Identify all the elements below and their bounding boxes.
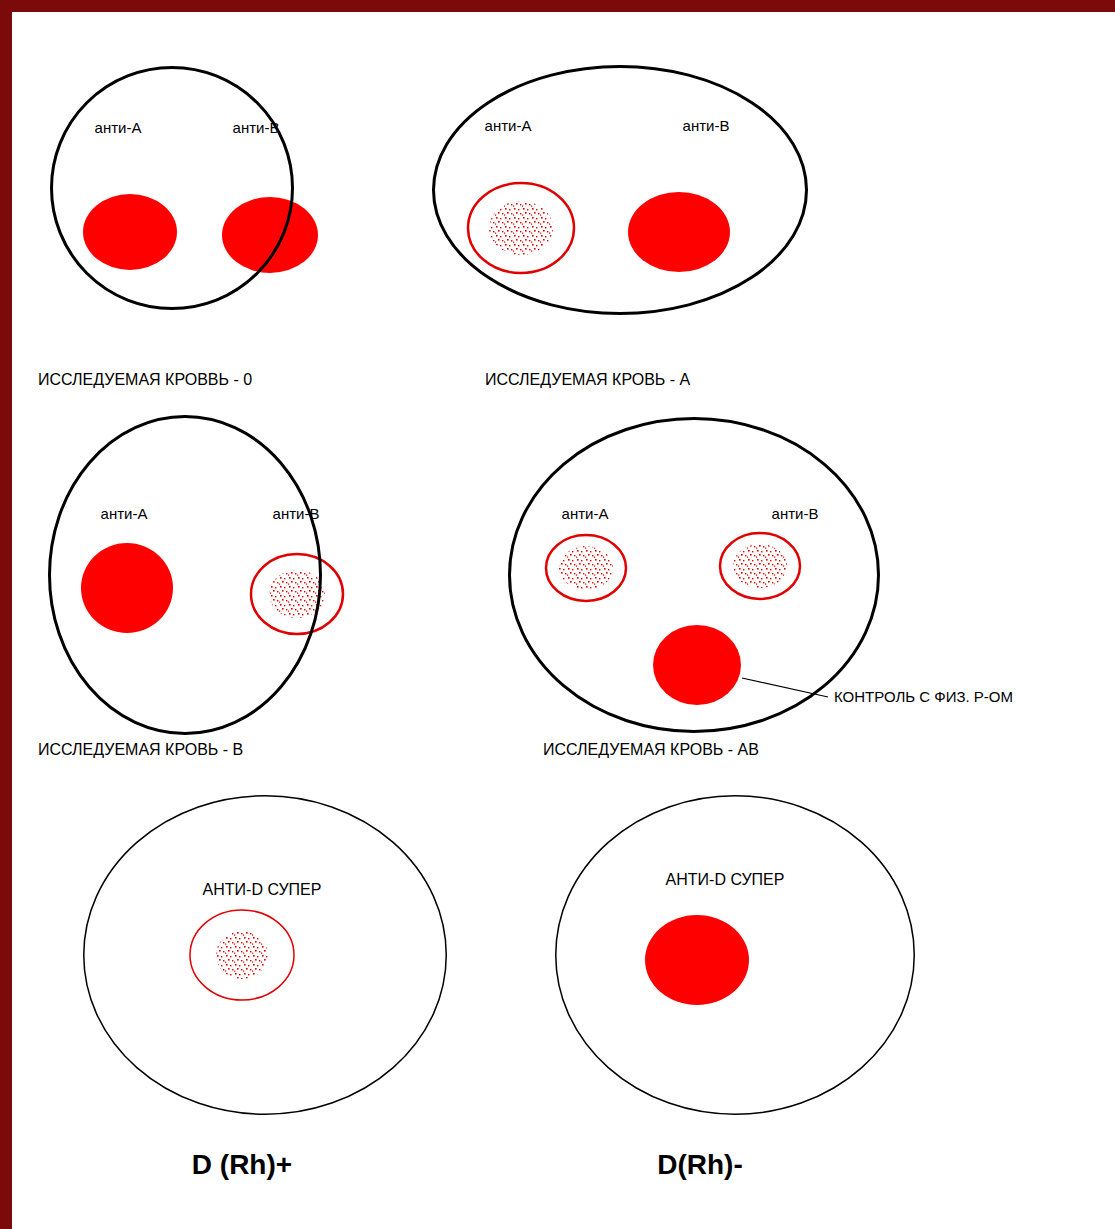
agglutination-ring [720, 533, 800, 599]
plate-outline [432, 65, 808, 315]
blood-drop [628, 192, 730, 272]
blood-drop [81, 543, 173, 633]
solid-drops [81, 192, 749, 1005]
reagent-label: анти-А [95, 119, 142, 136]
plate-outline [50, 66, 294, 310]
plate-caption: ИССЛЕДУЕМАЯ КРОВЬ - В [38, 741, 243, 759]
reagent-label: анти-В [233, 119, 280, 136]
blood-drop [653, 625, 741, 705]
plate-outline [84, 796, 447, 1115]
reagent-label: анти-В [772, 505, 819, 522]
agglutinate [559, 546, 613, 590]
plate-caption: АНТИ-D СУПЕР [203, 881, 322, 899]
plate-outline [83, 795, 447, 1115]
slide-plate: анти-Аанти-ВИССЛЕДУЕМАЯ КРОВВЬ - 0 [50, 66, 294, 310]
plate-caption: АНТИ-D СУПЕР [666, 871, 785, 889]
agglutination-ring [251, 554, 343, 634]
callout-label: КОНТРОЛЬ С ФИЗ. Р-ОМ [834, 688, 1013, 705]
plate-outline [556, 796, 915, 1115]
plate-caption: ИССЛЕДУЕМАЯ КРОВВЬ - 0 [38, 371, 252, 389]
reagent-label: анти-А [562, 505, 609, 522]
slide-plate: анти-Аанти-ВИССЛЕДУЕМАЯ КРОВЬ - А [432, 65, 808, 315]
reagent-label: анти-А [101, 505, 148, 522]
agglutinate [733, 544, 787, 588]
reagent-label: анти-А [485, 117, 532, 134]
plate-outline [48, 415, 322, 735]
plate-outline [52, 68, 293, 309]
plate-outline [555, 795, 915, 1115]
agglutination-ring [190, 910, 294, 1000]
slide-plate: АНТИ-D СУПЕРD (Rh)+ [83, 795, 447, 1115]
agglutinate [489, 201, 553, 255]
blood-drop [83, 194, 177, 270]
blood-drop [222, 197, 318, 273]
slide-plate: анти-Аанти-ВИССЛЕДУЕМАЯ КРОВЬ - АВ [508, 417, 880, 733]
agglutinated-drops [190, 183, 800, 1000]
slide-plate: анти-Аанти-ВИССЛЕДУЕМАЯ КРОВЬ - В [48, 415, 322, 735]
plate-outline [508, 417, 880, 733]
reagent-label: анти-В [683, 117, 730, 134]
plate-caption: ИССЛЕДУЕМАЯ КРОВЬ - АВ [543, 741, 759, 759]
agglutination-ring [546, 535, 626, 601]
plate-caption: D(Rh)- [657, 1149, 743, 1181]
agglutinate [216, 931, 268, 979]
blood-drop [645, 915, 749, 1005]
plate-outline [510, 419, 879, 732]
plate-caption: ИССЛЕДУЕМАЯ КРОВЬ - А [485, 371, 690, 389]
plate-caption: D (Rh)+ [192, 1149, 292, 1181]
plate-outline [434, 67, 807, 314]
white-panel [12, 12, 1115, 1229]
reagent-label: анти-В [273, 505, 320, 522]
plate-outline [50, 417, 321, 734]
slide-plate: АНТИ-D СУПЕРD(Rh)- [555, 795, 915, 1115]
agglutination-ring [468, 183, 574, 273]
